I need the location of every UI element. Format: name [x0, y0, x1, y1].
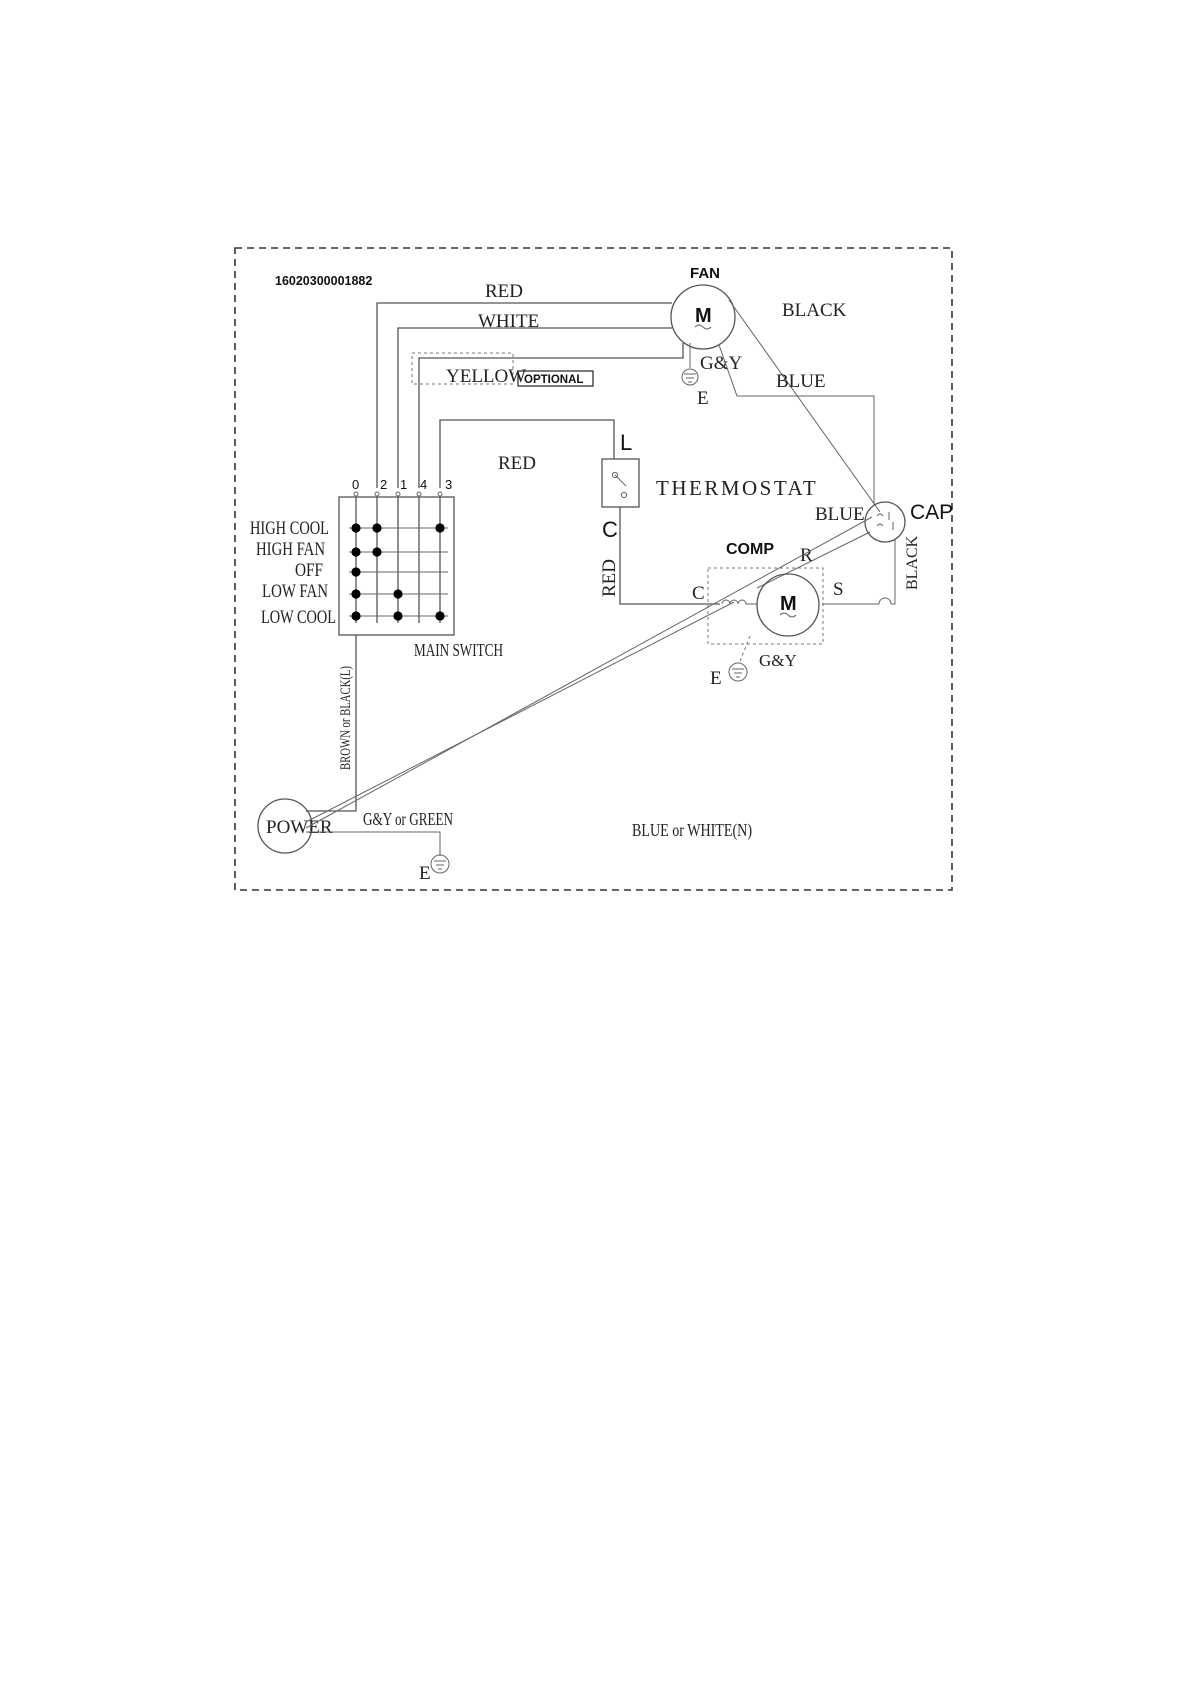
compressor-motor: M — [757, 574, 819, 636]
comp-terminal-c-label: C — [692, 583, 705, 604]
compressor-ground-wire-label: G&Y — [759, 651, 797, 670]
compressor-ground-label: E — [710, 668, 722, 689]
capacitor — [865, 502, 905, 542]
switch-contact-dot — [372, 523, 381, 532]
wire-black-top-label: BLACK — [782, 300, 847, 321]
wire-yellow-label: YELLOW — [446, 366, 526, 387]
fan-ground-wire-label: G&Y — [700, 353, 743, 374]
overload-protector — [722, 600, 757, 604]
wire-gy-green-label: G&Y or GREEN — [363, 809, 453, 829]
thermostat-switch-blade — [615, 475, 626, 486]
switch-contact-dot — [435, 611, 444, 620]
switch-position-label: HIGH FAN — [256, 539, 325, 560]
wire-red-top-label: RED — [485, 281, 523, 302]
switch-column-label: 2 — [380, 477, 387, 492]
fan-ground-icon — [682, 369, 698, 385]
compressor-motor-symbol: M — [780, 593, 797, 615]
document-code: 16020300001882 — [275, 274, 372, 288]
compressor-ground-icon — [729, 663, 747, 681]
wire-blue-white-n-label: BLUE or WHITE(N) — [632, 820, 752, 841]
wire-black-cap-label: BLACK — [904, 535, 921, 590]
fan-motor-symbol: M — [695, 305, 712, 327]
wire-red-vertical — [620, 507, 720, 604]
fan-title: FAN — [690, 265, 720, 282]
wire-red-vertical-label: RED — [599, 559, 620, 597]
switch-contact-dot — [372, 547, 381, 556]
switch-contact-dot — [351, 611, 360, 620]
wire-blue-cap-label: BLUE — [815, 504, 865, 525]
switch-column-label: 1 — [400, 477, 407, 492]
wire-neutral-to-cap — [306, 517, 872, 828]
switch-contact-dot — [393, 589, 402, 598]
compressor-title: COMP — [726, 541, 774, 558]
switch-position-label: LOW COOL — [261, 607, 336, 628]
fan-motor: M — [671, 285, 735, 349]
switch-contact-dot — [351, 589, 360, 598]
comp-terminal-s-label: S — [833, 579, 844, 600]
wire-brown-black-label: BROWN or BLACK(L) — [338, 666, 354, 770]
switch-contact-dot — [351, 523, 360, 532]
power-title: POWER — [266, 817, 333, 838]
thermostat-terminal-c: C — [602, 517, 618, 542]
fan-ground-label: E — [697, 388, 709, 409]
switch-position-label: OFF — [295, 560, 323, 581]
diagram-frame — [235, 248, 952, 890]
switch-contact-dot — [351, 547, 360, 556]
switch-column-label: 0 — [352, 477, 359, 492]
capacitor-title: CAP — [910, 501, 953, 524]
main-switch-title: MAIN SWITCH — [414, 640, 503, 660]
switch-column-label: 4 — [420, 477, 427, 492]
switch-column-label: 3 — [445, 477, 452, 492]
wire-blue-top-label: BLUE — [776, 371, 826, 392]
switch-contact-dot — [435, 523, 444, 532]
power-ground-label: E — [419, 863, 431, 884]
switch-position-label: HIGH COOL — [250, 518, 329, 539]
switch-position-label: LOW FAN — [262, 581, 328, 602]
wire-yellow-optional — [419, 343, 683, 488]
switch-contact-dot — [393, 611, 402, 620]
wire-black-cap-to-comp-s — [891, 540, 895, 604]
thermostat-title: THERMOSTAT — [656, 476, 818, 500]
optional-tag-label: OPTIONAL — [524, 374, 583, 386]
thermostat-terminal-l: L — [620, 430, 632, 455]
thermostat-box — [602, 459, 639, 507]
wire-white-label: WHITE — [478, 311, 539, 332]
power-ground-icon — [431, 855, 449, 873]
switch-contact-dot — [351, 567, 360, 576]
wire-red-mid-label: RED — [498, 453, 536, 474]
